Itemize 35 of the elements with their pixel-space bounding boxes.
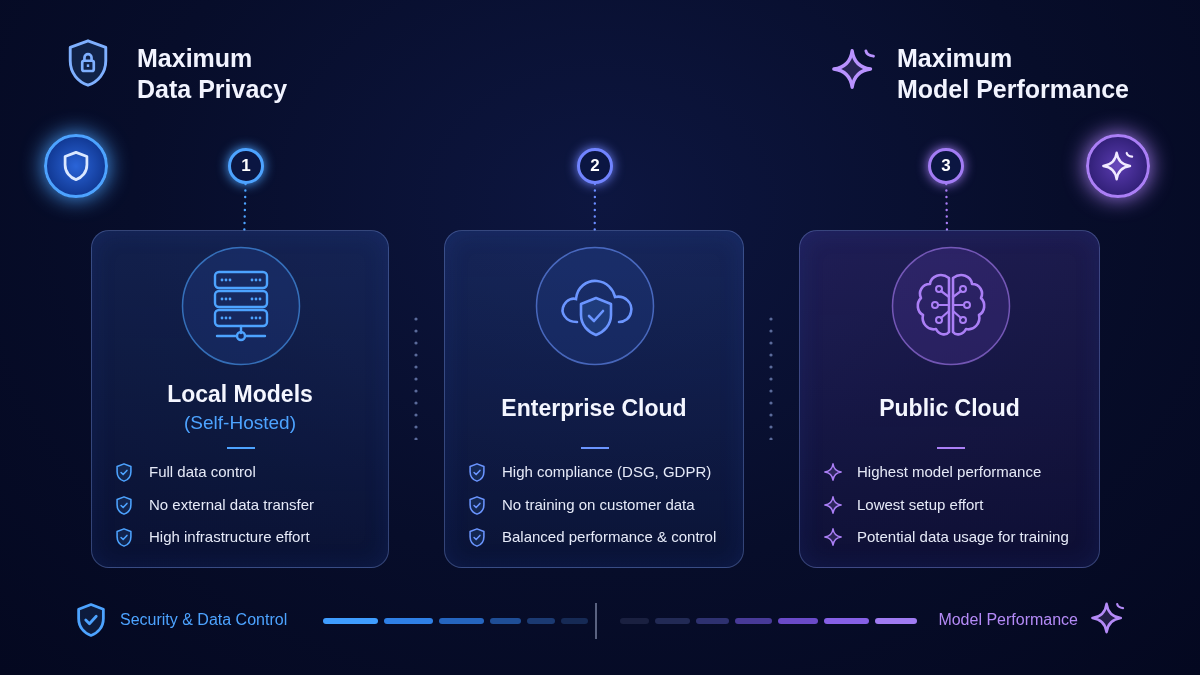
option-card	[91, 230, 389, 568]
step-number: 1	[241, 156, 251, 176]
timeline-line	[964, 163, 1086, 169]
endpoint-circle	[1086, 134, 1150, 198]
feature-text: Balanced performance & control	[502, 527, 717, 547]
endpoint-circle	[44, 134, 108, 198]
feature-text: Full data control	[149, 462, 256, 482]
heading: Maximum Data Privacy	[137, 43, 288, 105]
timeline-line	[264, 163, 577, 169]
feature-text: No external data transfer	[149, 494, 315, 515]
step-marker	[928, 148, 964, 184]
timeline-line	[108, 163, 228, 169]
feature-text: No training on customer data	[502, 494, 695, 515]
heading: Maximum Model Performance	[897, 43, 1129, 105]
option-card	[444, 230, 744, 568]
dotted-connector	[593, 182, 597, 232]
feature-text: High compliance (DSG, GDPR)	[502, 462, 712, 482]
dotted-connector	[945, 182, 949, 232]
step-number: 3	[941, 156, 951, 176]
card-subtitle: (Self-Hosted)	[183, 411, 297, 435]
scale-label: Security & Data Control	[120, 610, 288, 630]
feature-text: Lowest setup effort	[857, 494, 984, 515]
feature-text: Potential data usage for training	[857, 527, 1069, 547]
card-title: Enterprise Cloud	[500, 394, 688, 422]
feature-text: Highest model performance	[857, 462, 1042, 482]
card-title: Local Models	[166, 380, 314, 408]
dotted-connector	[243, 182, 247, 232]
feature-text: High infrastructure effort	[149, 527, 310, 547]
timeline-line	[613, 163, 928, 169]
scale-label: Model Performance	[938, 610, 1078, 630]
card-title: Public Cloud	[878, 394, 1021, 422]
step-number: 2	[590, 156, 600, 176]
step-marker	[228, 148, 264, 184]
step-marker	[577, 148, 613, 184]
option-card	[799, 230, 1100, 568]
